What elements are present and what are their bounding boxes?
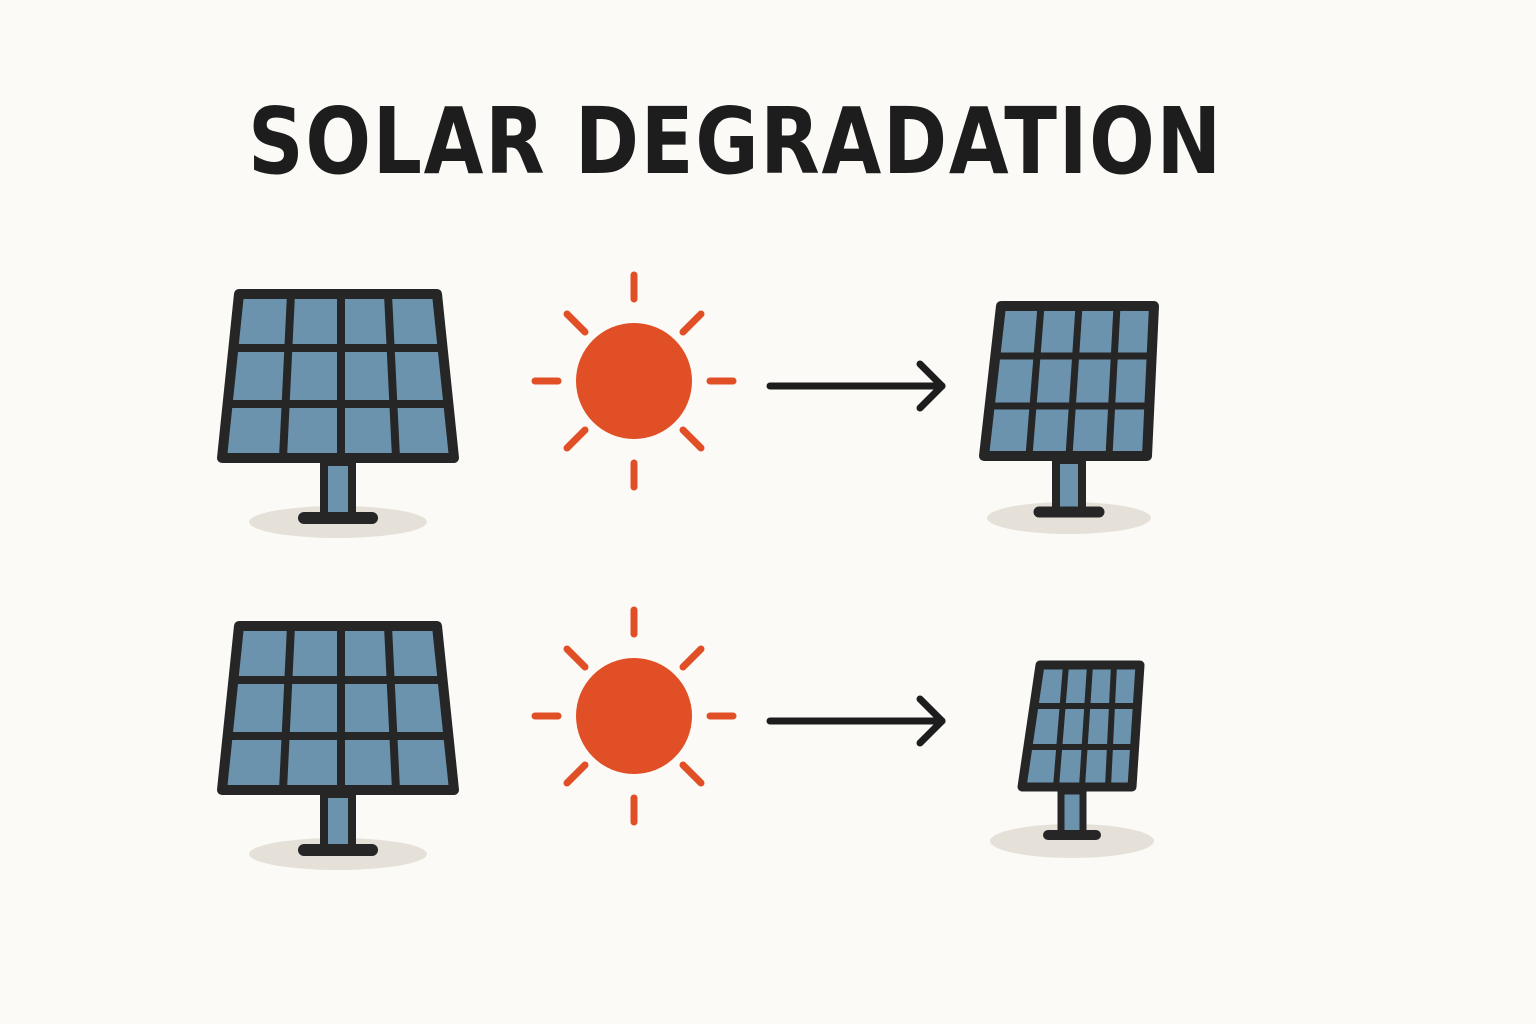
solar-panel-icon: [222, 294, 454, 538]
row-1: [222, 275, 1154, 538]
solar-panel-icon: [990, 665, 1154, 858]
diagram-title: SOLAR DEGRADATION: [248, 88, 1223, 195]
sun-icon: [535, 275, 733, 487]
arrow-right-icon: [770, 699, 942, 743]
solar-panel-icon: [984, 306, 1154, 534]
row-2: [222, 610, 1154, 870]
arrow-right-icon: [770, 364, 942, 408]
sun-icon: [535, 610, 733, 822]
solar-panel-icon: [222, 626, 454, 870]
